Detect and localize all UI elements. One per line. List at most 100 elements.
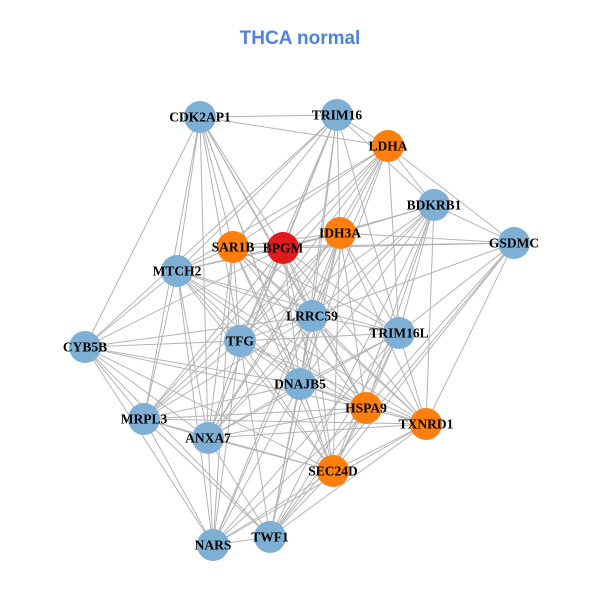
edge-sar1b-dnajb5	[232, 246, 301, 385]
edge-tfg-mrpl3	[143, 340, 241, 420]
node-tfg	[224, 325, 256, 357]
edge-bdkrb1-txnrd1	[425, 204, 435, 425]
node-label-mrpl3: MRPL3	[121, 412, 168, 427]
edge-cdk2ap1-bpgm	[199, 116, 284, 249]
edge-dnajb5-twf1	[269, 383, 301, 538]
edge-ldha-gsdmc	[387, 145, 515, 244]
node-label-nars: NARS	[195, 538, 232, 553]
node-cdk2ap1	[184, 101, 216, 133]
edge-lrrc59-sec24d	[311, 315, 334, 472]
edge-lrrc59-nars	[212, 315, 313, 546]
edge-bdkrb1-hspa9	[365, 204, 435, 409]
node-label-trim16: TRIM16	[312, 108, 362, 123]
edge-lrrc59-txnrd1	[311, 315, 427, 425]
edge-cdk2ap1-ldha	[199, 116, 389, 147]
edge-tfg-sec24d	[239, 340, 334, 472]
edge-gsdmc-idh3a	[339, 232, 515, 244]
edge-ldha-idh3a	[339, 145, 389, 234]
node-sec24d	[317, 455, 349, 487]
node-label-hspa9: HSPA9	[345, 401, 387, 416]
edge-gsdmc-trim16l	[398, 242, 515, 334]
node-label-txnrd1: TXNRD1	[399, 417, 454, 432]
edge-sec24d-nars	[212, 470, 334, 546]
edge-hspa9-nars	[212, 407, 367, 546]
node-ldha	[372, 130, 404, 162]
edge-mtch2-trim16l	[176, 270, 400, 334]
node-mrpl3	[128, 403, 160, 435]
edge-ldha-anxa7	[207, 145, 389, 439]
node-label-ldha: LDHA	[368, 139, 407, 154]
node-label-lrrc59: LRRC59	[286, 309, 338, 324]
node-label-sar1b: SAR1B	[212, 240, 255, 255]
edge-anxa7-sec24d	[207, 437, 334, 472]
edge-trim16l-tfg	[239, 332, 400, 342]
edge-tfg-txnrd1	[239, 340, 427, 425]
node-label-trim16l: TRIM16L	[369, 326, 428, 341]
edge-hspa9-anxa7	[207, 407, 367, 439]
edge-cdk2ap1-cyb5b	[84, 116, 201, 348]
edge-bpgm-mrpl3	[143, 247, 284, 420]
node-label-bpgm: BPGM	[263, 241, 304, 256]
edge-sar1b-nars	[212, 246, 234, 546]
node-idh3a	[324, 217, 356, 249]
node-label-twf1: TWF1	[251, 530, 289, 545]
edges-layer	[84, 114, 515, 546]
edge-txnrd1-mrpl3	[143, 418, 427, 425]
edge-lrrc59-cyb5b	[84, 315, 313, 348]
edge-gsdmc-txnrd1	[425, 242, 515, 425]
edge-bpgm-txnrd1	[282, 247, 427, 425]
edge-bdkrb1-tfg	[239, 204, 435, 342]
node-label-idh3a: IDH3A	[319, 226, 361, 241]
edge-bdkrb1-twf1	[269, 204, 435, 538]
edge-trim16-sar1b	[232, 114, 338, 248]
node-sar1b	[217, 231, 249, 263]
node-trim16l	[383, 317, 415, 349]
edge-ldha-mtch2	[176, 145, 389, 272]
node-label-tfg: TFG	[226, 334, 254, 349]
edge-lrrc59-mrpl3	[143, 315, 313, 420]
edge-mrpl3-nars	[143, 418, 214, 546]
edge-anxa7-nars	[207, 437, 214, 546]
node-label-cdk2ap1: CDK2AP1	[169, 110, 231, 125]
node-nars	[197, 529, 229, 561]
edge-hspa9-mrpl3	[143, 407, 367, 420]
edge-idh3a-anxa7	[207, 232, 341, 439]
node-label-dnajb5: DNAJB5	[274, 377, 326, 392]
edge-txnrd1-anxa7	[207, 423, 427, 439]
edge-bpgm-sec24d	[282, 247, 334, 472]
edge-trim16-mtch2	[176, 114, 338, 272]
edge-cdk2ap1-anxa7	[199, 116, 209, 439]
edge-bdkrb1-lrrc59	[311, 204, 435, 317]
edge-sar1b-txnrd1	[232, 246, 427, 425]
node-dnajb5	[284, 368, 316, 400]
edge-dnajb5-nars	[212, 383, 301, 546]
edge-cyb5b-dnajb5	[84, 346, 301, 385]
node-label-cyb5b: CYB5B	[63, 340, 107, 355]
node-twf1	[254, 521, 286, 553]
edge-cdk2ap1-sar1b	[199, 116, 234, 248]
chart-title: THCA normal	[239, 28, 361, 49]
edge-gsdmc-lrrc59	[311, 242, 515, 317]
edge-cyb5b-tfg	[84, 340, 241, 348]
edge-cyb5b-nars	[84, 346, 214, 546]
edge-ldha-bpgm	[282, 145, 389, 249]
edge-bdkrb1-trim16l	[398, 204, 435, 334]
edge-tfg-twf1	[239, 340, 271, 538]
node-lrrc59	[296, 300, 328, 332]
nodes-layer	[69, 99, 530, 561]
node-bpgm	[267, 232, 299, 264]
node-bdkrb1	[418, 189, 450, 221]
node-label-sec24d: SEC24D	[308, 464, 358, 479]
edge-mrpl3-twf1	[143, 418, 271, 538]
node-txnrd1	[410, 408, 442, 440]
edge-gsdmc-twf1	[269, 242, 515, 538]
node-trim16	[321, 99, 353, 131]
edge-ldha-sar1b	[232, 145, 389, 248]
edge-bpgm-trim16l	[282, 247, 400, 334]
edge-trim16-tfg	[239, 114, 338, 342]
edge-mtch2-cyb5b	[84, 270, 178, 348]
edge-cdk2ap1-trim16	[199, 114, 338, 118]
edge-bpgm-dnajb5	[282, 247, 301, 385]
